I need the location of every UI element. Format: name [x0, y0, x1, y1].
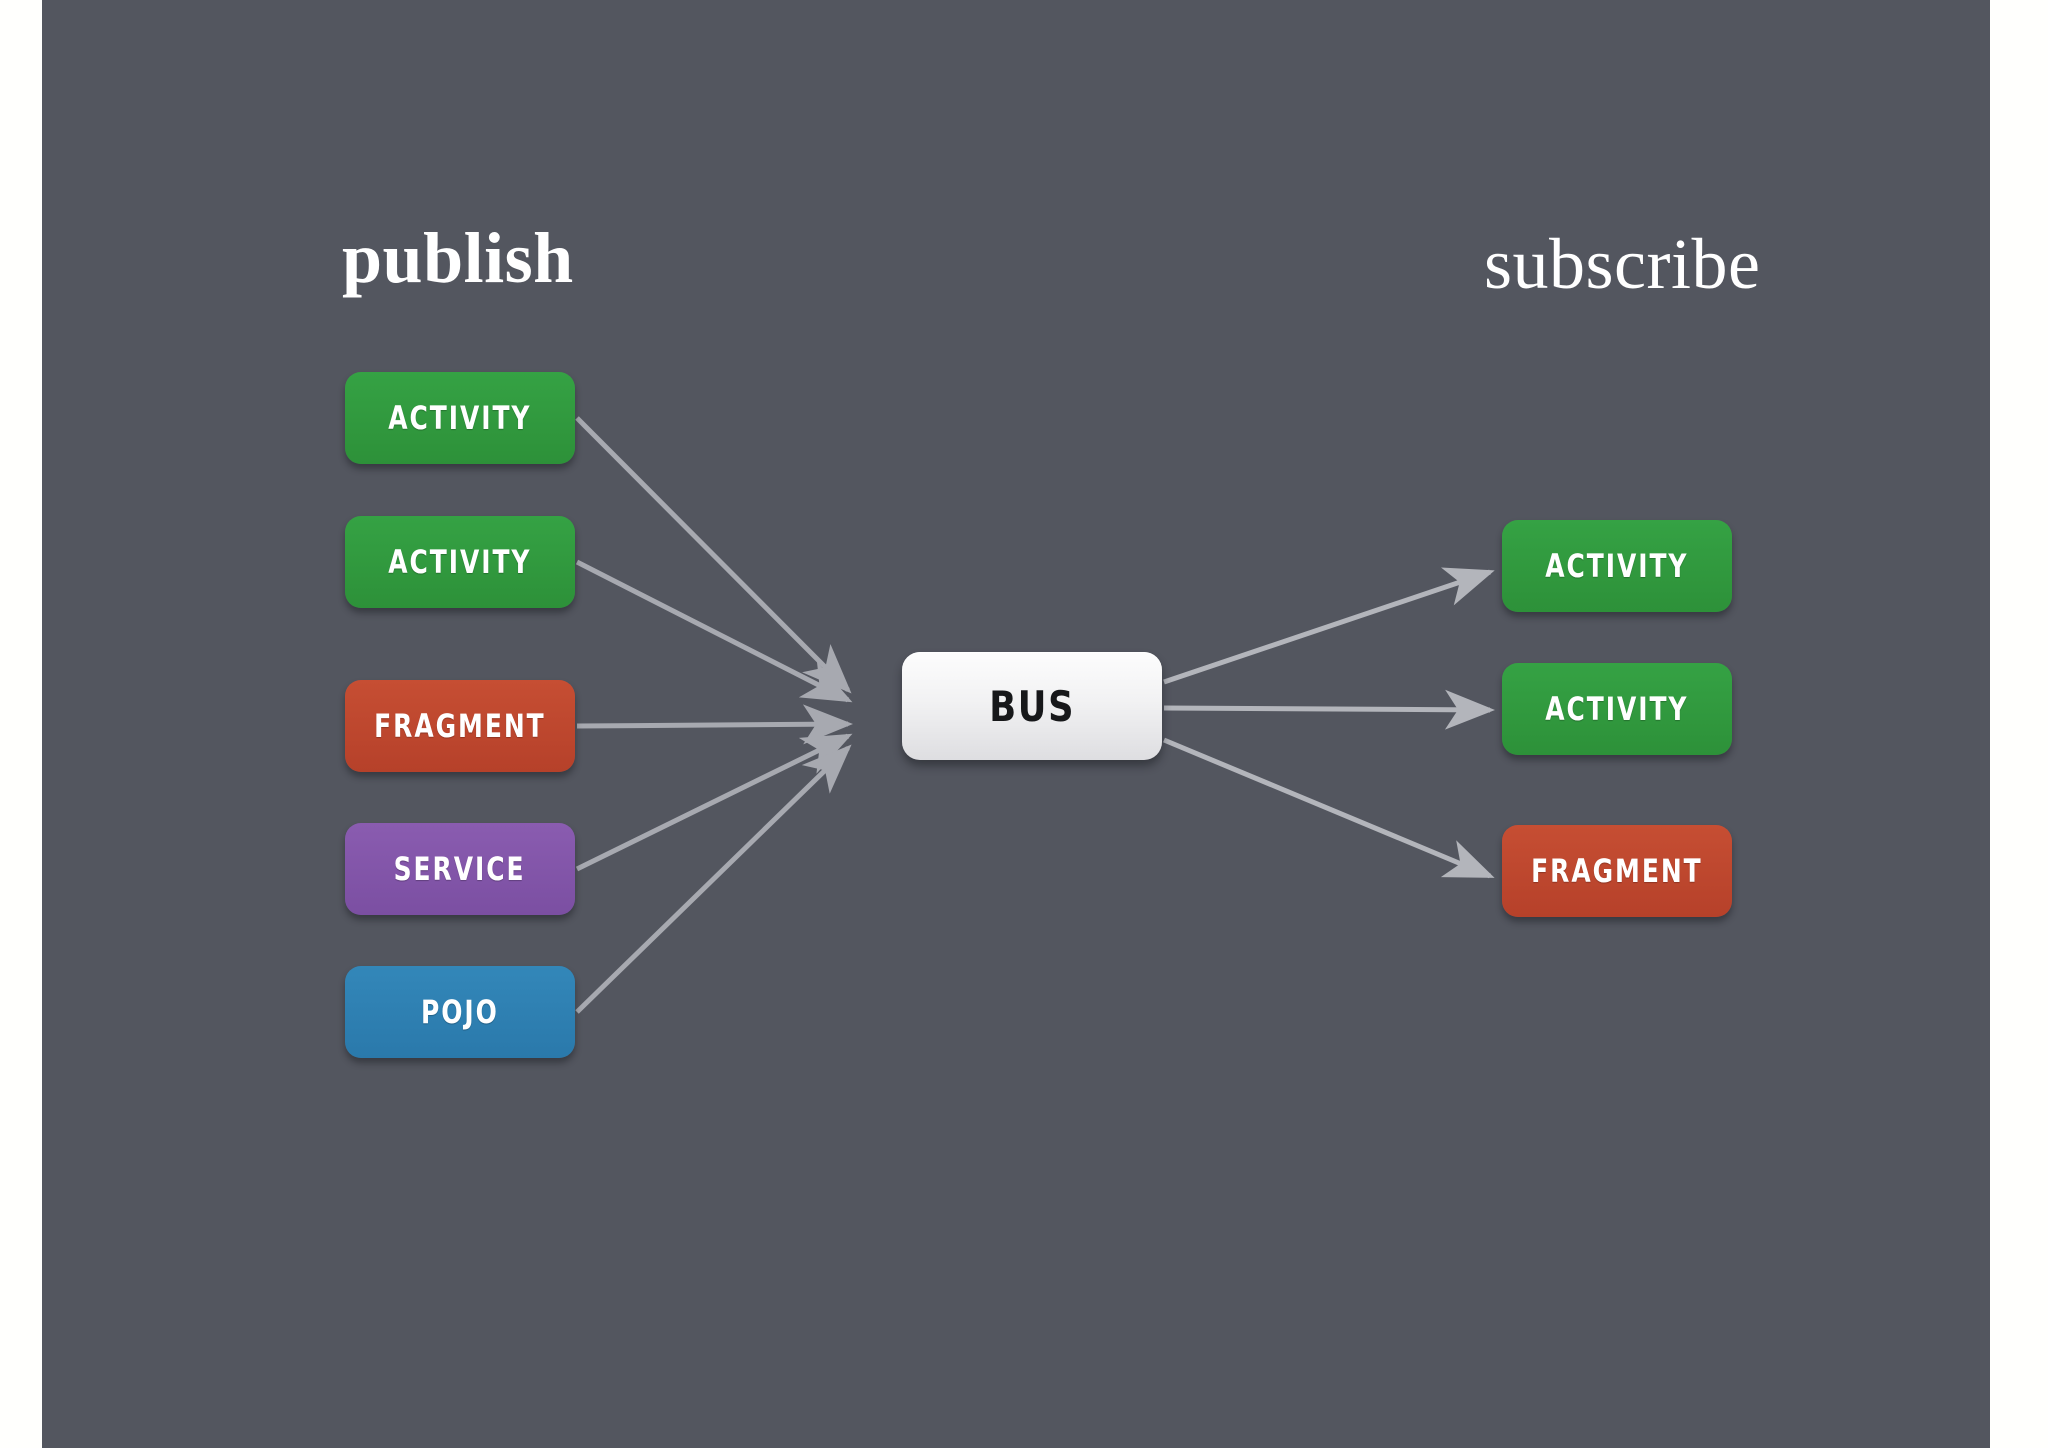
edge-subscribe-3 — [1163, 737, 1495, 879]
subscriber-node-fragment[interactable]: FRAGMENT — [1502, 825, 1732, 917]
edge-publish-5 — [575, 744, 852, 1014]
subscriber-node-activity-1[interactable]: ACTIVITY — [1502, 520, 1732, 612]
node-label: FRAGMENT — [374, 707, 546, 745]
publish-edges — [575, 416, 853, 1014]
slide-canvas: publish subscribe ACTIVITY ACTIVITY FRAG… — [42, 0, 1990, 1448]
subscriber-node-activity-2[interactable]: ACTIVITY — [1502, 663, 1732, 755]
edge-publish-1 — [575, 416, 852, 694]
edge-publish-3 — [576, 704, 853, 745]
node-label: ACTIVITY — [388, 543, 532, 581]
publish-heading: publish — [342, 218, 574, 298]
publisher-node-activity-2[interactable]: ACTIVITY — [345, 516, 575, 608]
publisher-node-fragment[interactable]: FRAGMENT — [345, 680, 575, 772]
node-label: ACTIVITY — [1545, 547, 1689, 585]
publisher-node-service[interactable]: SERVICE — [345, 823, 575, 915]
node-label: ACTIVITY — [1545, 690, 1689, 728]
node-label: SERVICE — [394, 850, 526, 888]
bus-node[interactable]: BUS — [902, 652, 1162, 760]
edge-publish-2 — [575, 559, 853, 703]
subscribe-edges — [1163, 567, 1495, 879]
subscribe-heading: subscribe — [1484, 224, 1761, 304]
edge-subscribe-2 — [1163, 689, 1495, 730]
node-label: FRAGMENT — [1531, 852, 1703, 890]
bus-label: BUS — [989, 681, 1075, 731]
edge-subscribe-1 — [1163, 567, 1495, 685]
edge-publish-4 — [575, 733, 853, 872]
connector-layer — [575, 416, 1495, 1014]
publisher-node-activity-1[interactable]: ACTIVITY — [345, 372, 575, 464]
publisher-node-pojo[interactable]: POJO — [345, 966, 575, 1058]
node-label: ACTIVITY — [388, 399, 532, 437]
node-label: POJO — [421, 993, 499, 1031]
